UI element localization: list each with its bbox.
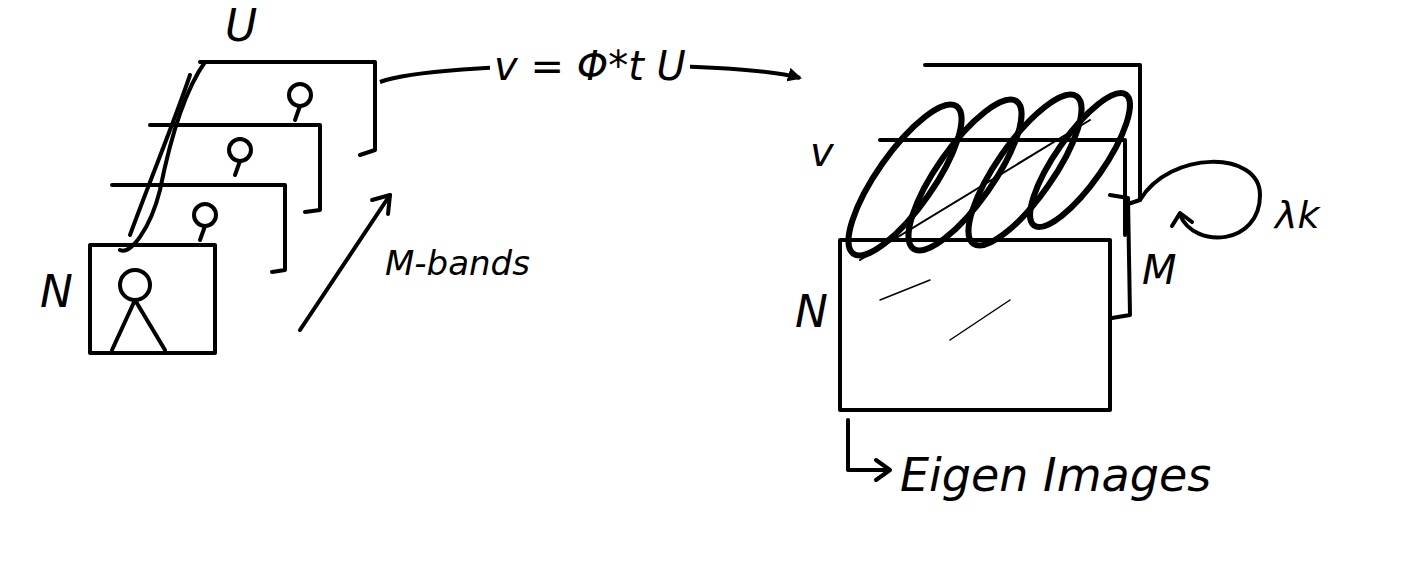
edge-label: v = Φ*t U [490, 44, 690, 88]
sketch-label: M-bands [385, 245, 530, 282]
image-stack: v [800, 40, 1145, 415]
sketch-label: λk [1275, 195, 1320, 237]
vector-name: U [225, 2, 257, 50]
sketch-label: N [40, 268, 73, 316]
sketch-label: Eigen Images [900, 450, 1211, 501]
sketch-label: M [1142, 248, 1177, 292]
image-stack: U [60, 0, 380, 360]
vector-name: v [810, 130, 834, 174]
sketch-label: N [795, 288, 828, 336]
